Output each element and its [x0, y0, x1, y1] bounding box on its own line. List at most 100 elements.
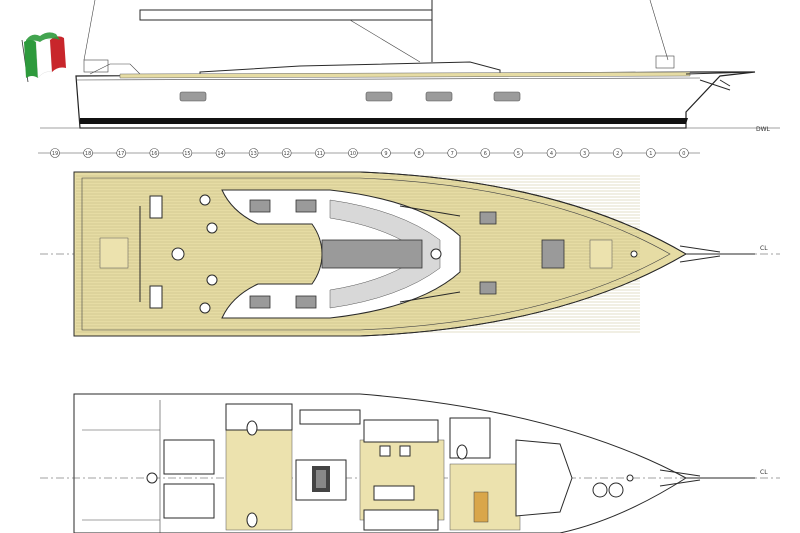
galley-counter	[299, 409, 361, 425]
deck-outline-overlay	[73, 171, 687, 337]
saloon-table	[373, 485, 415, 501]
engine-icon	[312, 466, 330, 492]
station-marker	[480, 148, 491, 158]
boot-stripe	[80, 118, 688, 124]
toilet-icon	[246, 512, 258, 528]
aft-berth	[163, 483, 215, 519]
chain-locker	[626, 474, 634, 482]
station-label: 5	[517, 151, 520, 157]
station-marker	[447, 148, 458, 158]
coachroof-windows	[329, 199, 441, 309]
bow-pulpit	[655, 55, 675, 69]
station-marker	[314, 148, 325, 158]
saloon-settee	[363, 509, 439, 531]
cockpit-coaming	[89, 63, 141, 75]
station-marker	[645, 148, 656, 158]
side-profile: DWL	[40, 0, 780, 133]
cabin-hatch	[479, 281, 497, 295]
bowsprit-plan	[679, 245, 755, 263]
toilet-icon	[246, 420, 258, 436]
deck-edge-teak	[119, 71, 691, 79]
portlight	[425, 91, 453, 102]
portlight	[493, 91, 521, 102]
forestay	[649, 0, 669, 61]
station-marker	[182, 148, 193, 158]
nav-seat	[379, 445, 391, 457]
centerline-label-interior: CL	[760, 469, 768, 476]
wheel	[171, 247, 185, 261]
cabin-hatch	[249, 199, 271, 213]
station-label: 13	[250, 151, 256, 157]
anchor-locker	[589, 239, 613, 269]
genoa-track	[399, 291, 461, 303]
interior-plan: CL	[40, 393, 780, 533]
winch-icon	[199, 302, 211, 314]
cabin-hatch	[249, 295, 271, 309]
waterline-label: DWL	[756, 126, 771, 133]
station-marker	[83, 148, 93, 158]
portlight	[365, 91, 393, 102]
station-label: 4	[550, 151, 553, 157]
station-marker	[612, 148, 623, 158]
station-marker	[579, 148, 590, 158]
fan-icon	[608, 482, 624, 498]
lazarette	[82, 400, 161, 533]
aft-cabin-floor	[225, 429, 293, 531]
station-marker	[215, 148, 226, 158]
station-label: 2	[616, 151, 619, 157]
deck-inner-line	[81, 177, 671, 331]
station-marker	[679, 148, 689, 158]
winch-icon	[206, 274, 218, 286]
bowsprit-interior	[659, 469, 755, 487]
aft-berth	[163, 439, 215, 475]
vang	[349, 19, 421, 63]
station-marker	[50, 148, 60, 158]
station-marker	[546, 148, 557, 158]
aft-platform	[99, 237, 129, 269]
station-label: 11	[317, 151, 323, 157]
forward-head	[449, 417, 491, 459]
forward-cabin-berth	[515, 439, 573, 517]
station-label: 12	[284, 151, 290, 157]
station-label: 6	[484, 151, 487, 157]
station-label: 3	[583, 151, 586, 157]
backstay	[83, 0, 96, 61]
forward-hatch	[541, 239, 565, 269]
steering-quadrant	[146, 472, 158, 484]
station-label: 14	[217, 151, 223, 157]
station-label: 0	[682, 151, 685, 157]
winch-icon	[199, 194, 211, 206]
portlight	[179, 91, 207, 102]
station-marker	[281, 148, 292, 158]
saloon-settee	[363, 419, 439, 443]
helm-console	[149, 195, 163, 219]
companionway-hatch	[321, 239, 423, 269]
cabin-hatch	[295, 295, 317, 309]
bow-fitting	[630, 250, 638, 258]
station-marker	[149, 148, 160, 158]
sheer-line	[75, 77, 701, 81]
centerline-label-deck: CL	[760, 245, 768, 252]
stairs	[473, 491, 489, 523]
italian-flag-icon	[21, 32, 66, 83]
station-label: 19	[52, 151, 58, 157]
station-marker	[414, 148, 424, 158]
deck-plan: CL	[40, 171, 780, 337]
station-marker	[248, 148, 259, 158]
nav-seat	[399, 445, 411, 457]
aft-head	[225, 403, 293, 431]
station-marker	[513, 148, 524, 158]
station-label: 10	[350, 151, 356, 157]
station-label: 15	[184, 151, 190, 157]
station-label: 16	[151, 151, 157, 157]
boom	[139, 9, 433, 21]
station-label: 7	[451, 151, 454, 157]
mast-step	[430, 248, 442, 260]
station-label: 8	[418, 151, 421, 157]
cabin-hatch	[479, 211, 497, 225]
cabin-hatch	[295, 199, 317, 213]
winch-icon	[206, 222, 218, 234]
station-marker	[116, 148, 126, 158]
toilet-icon	[456, 444, 468, 460]
